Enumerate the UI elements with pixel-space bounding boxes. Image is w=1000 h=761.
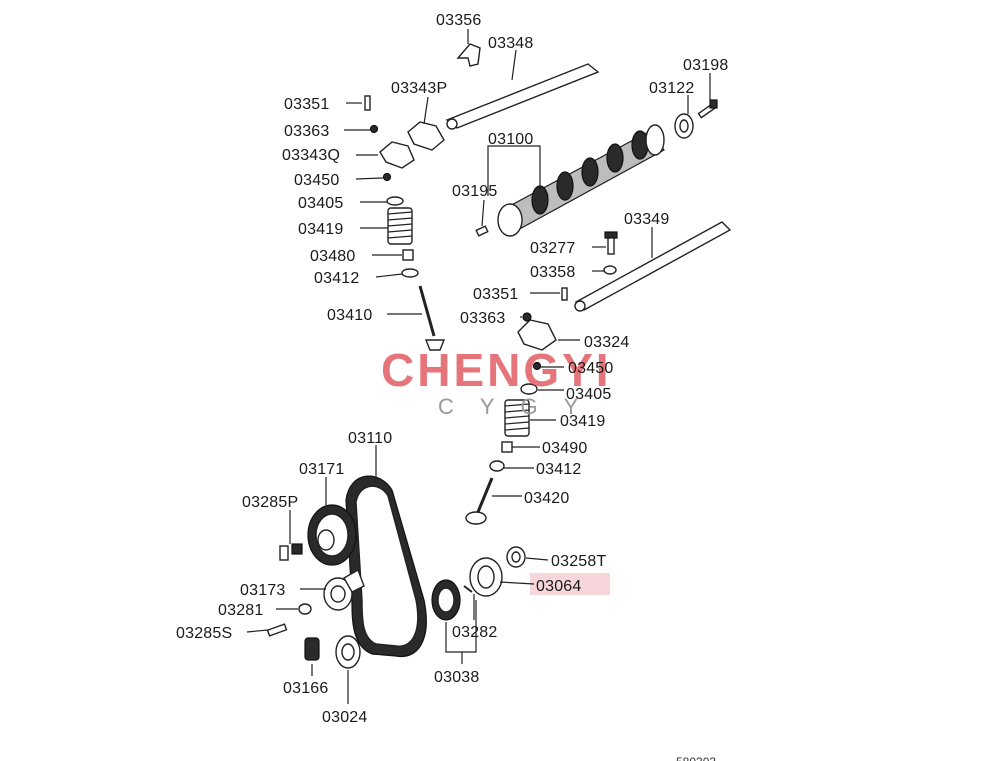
spring-03166 (304, 637, 320, 661)
rocker-arm-03343q (379, 141, 415, 169)
label-03343p: 03343P (391, 80, 447, 97)
label-03285p: 03285P (242, 494, 298, 511)
seat-03412b (489, 460, 505, 472)
sprocket-03038 (431, 579, 461, 621)
nut-03450b (532, 361, 542, 371)
seal-03490 (501, 441, 513, 453)
label-03405-b: 03405 (566, 386, 612, 403)
label-03198: 03198 (683, 57, 729, 74)
label-03277: 03277 (530, 240, 576, 257)
retainer-03405b (520, 383, 538, 395)
label-03348: 03348 (488, 35, 534, 52)
washer-03358 (603, 265, 617, 275)
label-03351-b: 03351 (473, 286, 519, 303)
sprocket-03171 (307, 504, 357, 566)
rocker-shaft-03349 (574, 221, 732, 312)
rocker-shaft-03348 (445, 63, 600, 130)
label-03343q: 03343Q (282, 147, 340, 164)
label-03450-a: 03450 (294, 172, 340, 189)
highlight-03064 (530, 573, 610, 595)
bolt-03285s (266, 623, 288, 637)
bolt-03277 (604, 231, 618, 255)
key-03282 (463, 585, 473, 593)
label-03450-b: 03450 (568, 360, 614, 377)
seal-03122 (674, 113, 694, 139)
label-03490: 03490 (542, 440, 588, 457)
rocker-arm-03343p (407, 121, 445, 151)
watermark-brand: CHENGYI (381, 344, 612, 396)
spring-03419b (504, 399, 530, 437)
label-03349: 03349 (624, 211, 670, 228)
washer-03281 (298, 603, 312, 615)
label-03064: 03064 (536, 578, 582, 595)
label-03480: 03480 (310, 248, 356, 265)
valve-03420 (465, 477, 494, 525)
nut-03450a (382, 172, 392, 182)
label-03195: 03195 (452, 183, 498, 200)
label-03412-b: 03412 (536, 461, 582, 478)
label-03363-b: 03363 (460, 310, 506, 327)
valve-03410 (418, 285, 446, 351)
label-03419-a: 03419 (298, 221, 344, 238)
clip-03356 (456, 43, 481, 67)
label-03358: 03358 (530, 264, 576, 281)
screw-03351a (364, 95, 371, 111)
part-labels: 03356 03348 03198 03122 03351 03343P 033… (176, 12, 729, 726)
label-03258t: 03258T (551, 553, 606, 570)
dowel-03195 (475, 225, 489, 237)
label-03351-a: 03351 (284, 96, 330, 113)
seal-03480 (402, 249, 414, 261)
camshaft-03100 (497, 124, 665, 237)
label-03419-b: 03419 (560, 413, 606, 430)
bolt-03198 (697, 99, 718, 119)
label-03282: 03282 (452, 624, 498, 641)
seal-03258t (506, 546, 526, 568)
screw-03351b (561, 287, 568, 301)
drawing-code: 580303 (676, 755, 716, 761)
spring-03419a (387, 207, 413, 245)
flange-03024 (335, 635, 361, 669)
label-03171: 03171 (299, 461, 345, 478)
watermark-sub: CYGY (438, 394, 604, 419)
retainer-03405a (386, 196, 404, 206)
timing-belt-03110 (345, 475, 427, 658)
label-03324: 03324 (584, 334, 630, 351)
nut-03363b (522, 312, 532, 322)
label-03100: 03100 (488, 131, 534, 148)
label-03412-a: 03412 (314, 270, 360, 287)
label-03285s: 03285S (176, 625, 232, 642)
leader-lines (246, 29, 711, 704)
label-03356: 03356 (436, 12, 482, 29)
label-03110: 03110 (348, 430, 392, 447)
label-03024: 03024 (322, 709, 368, 726)
label-03405-a: 03405 (298, 195, 344, 212)
nut-03363a (369, 124, 379, 134)
label-03173: 03173 (240, 582, 286, 599)
bolt-03285p (279, 543, 303, 561)
flange-03064 (469, 557, 503, 597)
label-03410: 03410 (327, 307, 373, 324)
tensioner-03173 (323, 568, 365, 611)
label-03166: 03166 (283, 680, 329, 697)
label-03420: 03420 (524, 490, 570, 507)
label-03122: 03122 (649, 80, 695, 97)
seat-03412a (401, 268, 419, 278)
label-03363-a: 03363 (284, 123, 330, 140)
label-03038: 03038 (434, 669, 480, 686)
label-03281: 03281 (218, 602, 264, 619)
